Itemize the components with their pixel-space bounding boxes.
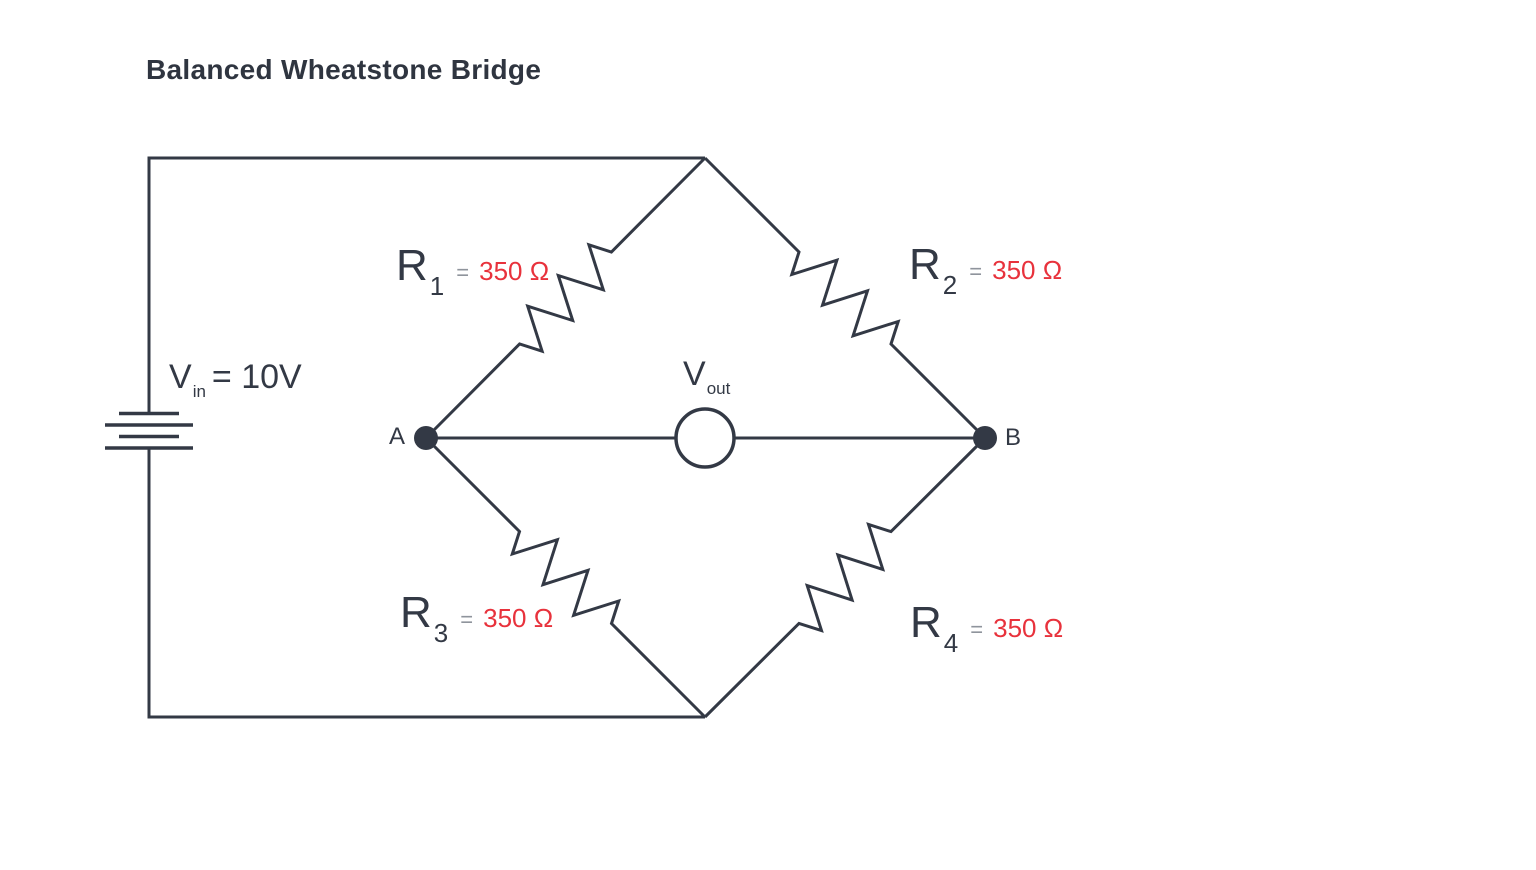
vout-subscript: out <box>706 379 731 398</box>
r3-value: 350 Ω <box>483 603 554 633</box>
resistor-label-r2: R2 = 350 Ω <box>909 240 1063 299</box>
vout-meter-icon <box>674 407 736 469</box>
r2-subscript: 2 <box>942 270 958 300</box>
resistor-r4-zigzag-branch <box>703 436 987 719</box>
resistor-r2-zigzag-branch <box>703 156 987 440</box>
r3-subscript: 3 <box>433 618 449 648</box>
vin-value: = 10V <box>211 358 302 396</box>
wire-bottom-left <box>147 448 705 719</box>
r4-symbol: R <box>910 598 942 647</box>
vout-symbol: V <box>683 355 706 393</box>
node-a-label: A <box>389 423 406 450</box>
r2-value: 350 Ω <box>992 255 1063 285</box>
r3-symbol: R <box>400 588 432 637</box>
resistor-r3-zigzag-branch <box>424 436 707 719</box>
r1-value: 350 Ω <box>479 256 550 286</box>
r1-subscript: 1 <box>429 271 445 301</box>
r2-equals: = <box>969 259 983 284</box>
r2-symbol: R <box>909 240 941 289</box>
node-b-label: B <box>1005 424 1022 451</box>
vin-subscript: in <box>192 382 206 401</box>
resistor-label-r4: R4 = 350 Ω <box>910 598 1064 657</box>
node-b-dot <box>973 426 997 450</box>
vin-symbol: V <box>169 358 192 396</box>
r1-equals: = <box>456 260 470 285</box>
vin-label: Vin = 10V <box>169 358 302 400</box>
wire-top-left <box>147 156 705 413</box>
resistor-r1-zigzag-branch <box>424 156 707 440</box>
r4-value: 350 Ω <box>993 613 1064 643</box>
diagram-title: Balanced Wheatstone Bridge <box>146 54 542 85</box>
r4-subscript: 4 <box>943 628 959 658</box>
resistor-label-r3: R3 = 350 Ω <box>400 588 554 647</box>
resistor-branches <box>424 156 987 719</box>
battery-icon <box>105 411 193 450</box>
r4-equals: = <box>970 617 984 642</box>
node-a-dot <box>414 426 438 450</box>
r3-equals: = <box>460 607 474 632</box>
vout-label: Vout <box>683 355 730 397</box>
r1-symbol: R <box>396 241 428 290</box>
resistor-label-r1: R1 = 350 Ω <box>396 241 550 300</box>
